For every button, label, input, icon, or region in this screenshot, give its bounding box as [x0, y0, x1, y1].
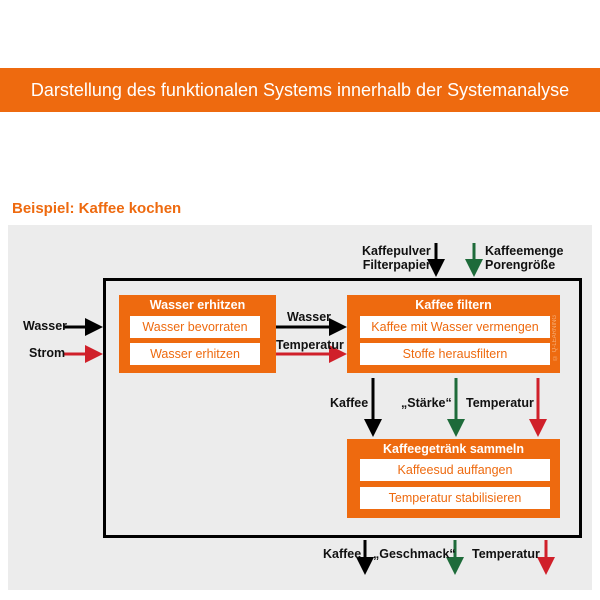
label-in-wasser: Wasser	[23, 319, 68, 333]
label-mid-temp: Temperatur	[276, 338, 344, 352]
box-title: Wasser erhitzen	[149, 298, 246, 312]
label-down-temp: Temperatur	[466, 396, 534, 410]
label-out-temp: Temperatur	[472, 547, 540, 561]
box-kaffee-filtern: Kaffee filtern Kaffee mit Wasser vermeng…	[347, 295, 560, 373]
system-boundary	[103, 278, 582, 538]
function-item: Wasser erhitzen	[130, 343, 260, 365]
box-title: Kaffee filtern	[415, 298, 492, 312]
function-item: Kaffee mit Wasser vermengen	[360, 316, 550, 338]
label-in-strom: Strom	[29, 346, 66, 360]
title-bar: Darstellung des funktionalen Systems inn…	[0, 68, 600, 112]
function-item: Kaffeesud auffangen	[360, 459, 550, 481]
box-wasser-erhitzen: Wasser erhitzen Wasser bevorraten Wasser…	[119, 295, 276, 373]
box-kaffeegetraenk-sammeln: Kaffeegetränk sammeln Kaffeesud auffange…	[347, 439, 560, 518]
function-item: Wasser bevorraten	[130, 316, 260, 338]
label-porengroesse: Porengröße	[485, 258, 556, 272]
label-mid-wasser: Wasser	[287, 310, 332, 324]
label-filterpapier: Filterpapier	[362, 258, 431, 272]
label-out-kaffee: Kaffee	[323, 547, 362, 561]
label-down-kaffee: Kaffee	[330, 396, 369, 410]
label-kaffepulver: Kaffepulver	[362, 244, 431, 258]
function-item: Stoffe herausfiltern	[360, 343, 550, 365]
label-out-geschmack: „Geschmack“	[373, 547, 456, 561]
box-title: Kaffeegetränk sammeln	[382, 442, 525, 456]
label-down-staerke: „Stärke“	[401, 396, 452, 410]
subtitle: Beispiel: Kaffee kochen	[12, 200, 182, 217]
function-item: Temperatur stabilisieren	[360, 487, 550, 509]
label-kaffeemenge: Kaffeemenge	[485, 244, 564, 258]
